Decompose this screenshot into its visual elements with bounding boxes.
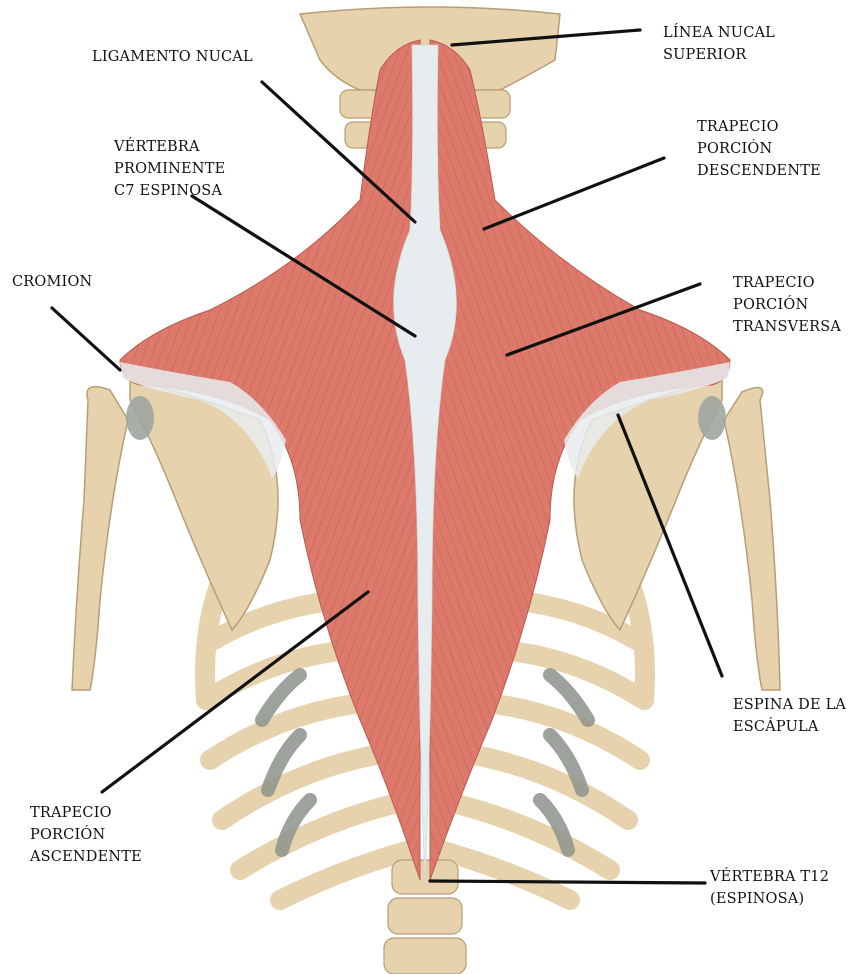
leader-vertebra-t12	[430, 881, 705, 883]
label-vertebra-prominente: VÉRTEBRA PROMINENTE C7 ESPINOSA	[114, 136, 225, 202]
right-glenoid	[698, 396, 726, 440]
right-humerus	[724, 388, 780, 691]
label-trapecio-transversa: TRAPECIO PORCIÓN TRANSVERSA	[733, 272, 841, 338]
label-linea-nucal-superior: LÍNEA NUCAL SUPERIOR	[663, 22, 775, 66]
label-trapecio-ascendente: TRAPECIO PORCIÓN ASCENDENTE	[30, 802, 142, 868]
leader-trapecio-descendente	[484, 158, 664, 229]
label-acromion: CROMION	[12, 271, 92, 293]
label-ligamento-nucal: LIGAMENTO NUCAL	[92, 46, 253, 68]
left-glenoid	[126, 396, 154, 440]
leader-acromion	[52, 308, 120, 370]
label-trapecio-descendente: TRAPECIO PORCIÓN DESCENDENTE	[697, 116, 821, 182]
label-vertebra-t12: VÉRTEBRA T12 (ESPINOSA)	[710, 866, 829, 910]
label-espina-escapula: ESPINA DE LA ESCÁPULA	[733, 694, 846, 738]
left-humerus	[72, 387, 128, 690]
